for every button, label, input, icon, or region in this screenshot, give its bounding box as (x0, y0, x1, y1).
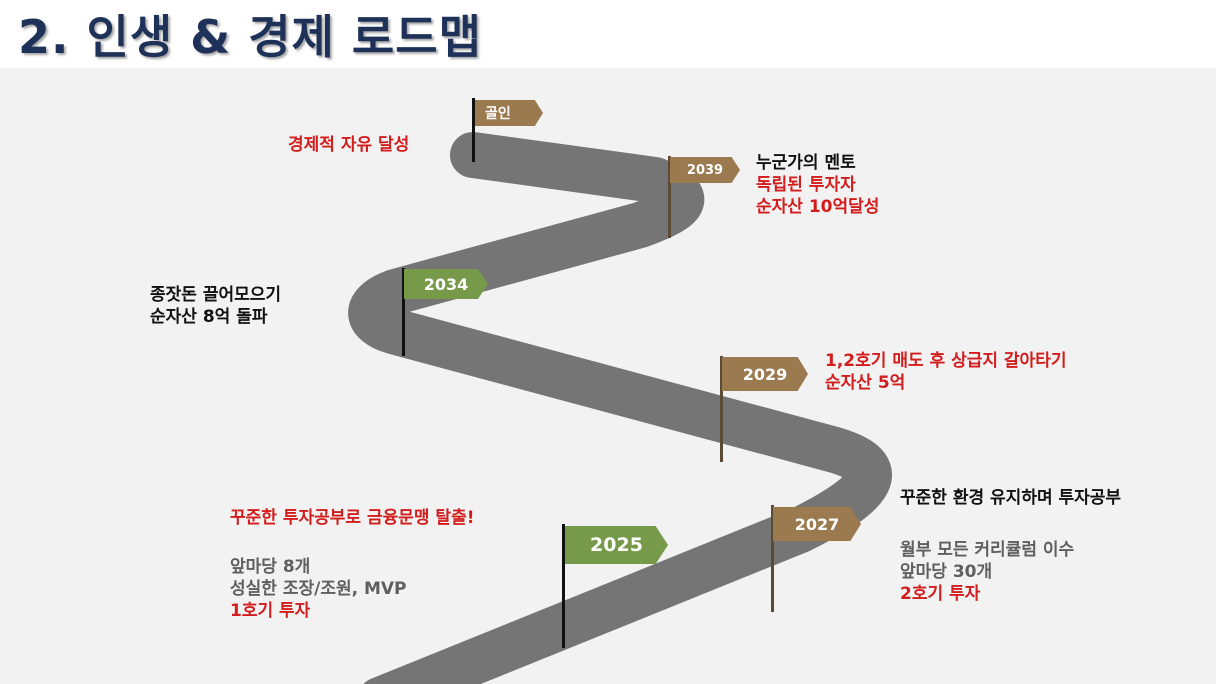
milestone-2029-line-1: 1,2호기 매도 후 상급지 갈아타기 (825, 351, 1067, 371)
milestone-2029-description: 1,2호기 매도 후 상급지 갈아타기 순자산 5억 (825, 351, 1066, 395)
flag-2025-label: 2025 (590, 534, 643, 556)
flag-pole-2027 (771, 505, 774, 612)
flag-2025: 2025 (565, 526, 668, 564)
milestone-2025-heading: 꾸준한 투자공부로 금융문맹 탈출! (230, 508, 475, 528)
goal-description: 경제적 자유 달성 (288, 135, 409, 157)
milestone-2034-line-1: 종잣돈 끌어모으기 (150, 285, 282, 305)
milestone-2025-line-1: 앞마당 8개 (230, 557, 311, 577)
milestone-2025-description: 앞마당 8개 성실한 조장/조원, MVP 1호기 투자 (230, 556, 407, 622)
flag-2029-label: 2029 (742, 364, 788, 384)
milestone-2027-line-3: 2호기 투자 (900, 584, 981, 605)
goal-line-1: 경제적 자유 달성 (288, 135, 410, 155)
flag-2034-label: 2034 (423, 274, 469, 294)
milestone-2039-line-2: 독립된 투자자 (756, 174, 856, 195)
milestone-2034-line-2: 순자산 8억 돌파 (150, 306, 268, 327)
milestone-2034-description: 종잣돈 끌어모으기 순자산 8억 돌파 (150, 285, 281, 329)
milestone-2027-description: 월부 모든 커리큘럼 이수 앞마당 30개 2호기 투자 (900, 539, 1074, 605)
flag-2027: 2027 (773, 507, 861, 541)
page-title: 2. 인생 & 경제 로드맵 (18, 10, 482, 64)
road-path (348, 132, 892, 684)
milestone-2029-line-2: 순자산 5억 (825, 372, 906, 393)
flag-goal-label: 골인 (485, 106, 511, 122)
flag-pole-goal (472, 98, 475, 162)
milestone-2027-line-1: 월부 모든 커리큘럼 이수 (900, 540, 1075, 560)
flag-pole-2034 (402, 268, 405, 356)
milestone-2027-line-2: 앞마당 30개 (900, 562, 993, 583)
milestone-2027-heading: 꾸준한 환경 유지하며 투자공부 (900, 488, 1122, 508)
milestone-2039-line-1: 누군가의 멘토 (756, 153, 856, 173)
flag-2039-label: 2039 (686, 162, 724, 178)
milestone-2039-description: 누군가의 멘토 독립된 투자자 순자산 10억달성 (756, 153, 879, 218)
milestone-2025-line-3: 1호기 투자 (230, 601, 311, 622)
flag-2039: 2039 (670, 157, 740, 183)
flag-pole-2025 (562, 524, 565, 648)
flag-pole-2029 (720, 356, 723, 462)
flag-pole-2039 (668, 156, 671, 238)
flag-goal: 골인 (475, 100, 543, 126)
milestone-2025-line-2: 성실한 조장/조원, MVP (230, 579, 407, 600)
flag-2034: 2034 (404, 269, 488, 299)
milestone-2039-line-3: 순자산 10억달성 (756, 196, 880, 217)
flag-2029: 2029 (722, 357, 808, 391)
flag-2027-label: 2027 (794, 514, 840, 534)
